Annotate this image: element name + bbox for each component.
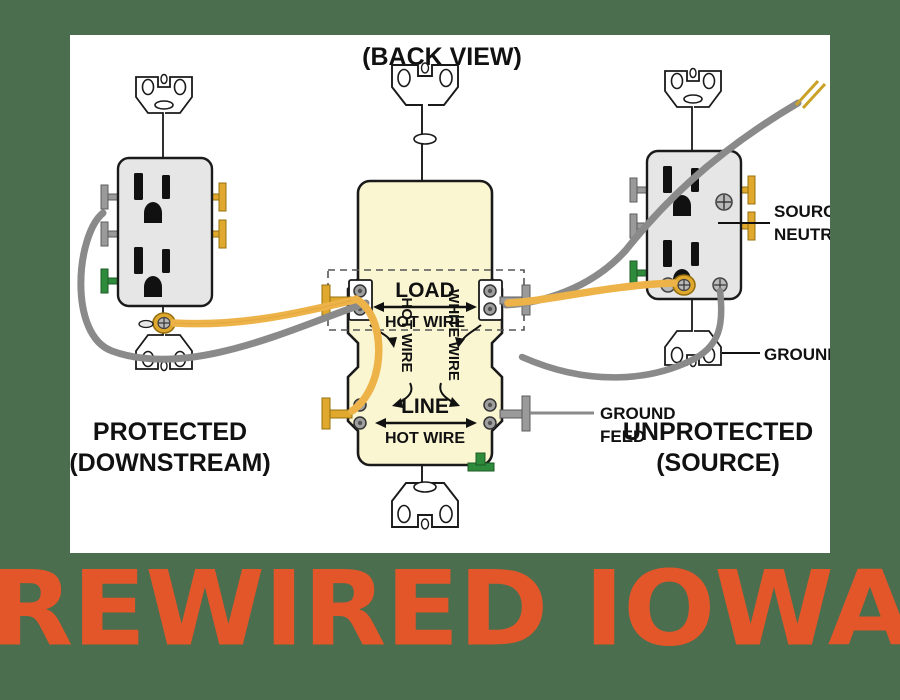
hot-wire-right xyxy=(504,279,678,307)
neutral-wire-left xyxy=(77,209,370,363)
ground-feed-label-line2: FEED xyxy=(600,427,645,446)
brand-logo-text: REWIRED IOWA xyxy=(0,549,900,670)
hot-wire-line-left-tail xyxy=(248,415,328,425)
load-annotation: LOAD HOT WIRE xyxy=(373,279,477,331)
load-hot-wire-label: HOT WIRE xyxy=(385,314,465,331)
protected-label-line2: (DOWNSTREAM) xyxy=(70,449,271,477)
source-neutral-callout: SOURCE NEUTRAL xyxy=(718,202,830,244)
source-neutral-screw xyxy=(715,193,733,211)
hot-wire-left xyxy=(170,296,358,328)
unprotected-label-line2: (SOURCE) xyxy=(656,449,780,477)
center-gfci-device: LOAD HOT WIRE LINE HOT WIRE HOT WIRE xyxy=(321,62,531,530)
vertical-white-wire-label: WHITE WIRE xyxy=(445,289,462,381)
diagram-panel: (BACK VIEW) xyxy=(70,35,830,553)
load-label: LOAD xyxy=(395,279,455,302)
line-annotation: LINE HOT WIRE xyxy=(375,395,477,447)
left-hot-wire-annotation: HOT WIRE xyxy=(369,298,415,408)
ground-callout: GROUND xyxy=(722,345,830,364)
gfci-line-terminals xyxy=(321,395,531,432)
right-receptacle xyxy=(629,67,756,368)
line-label: LINE xyxy=(401,395,449,418)
hot-wire-jumper xyxy=(348,295,383,415)
vertical-hot-wire-label: HOT WIRE xyxy=(398,298,415,373)
wiring-diagram: (BACK VIEW) xyxy=(70,43,830,530)
ground-feed-label-line1: GROUND xyxy=(600,404,676,423)
protected-caption: PROTECTED (DOWNSTREAM) xyxy=(70,418,271,477)
source-neutral-label-line2: NEUTRAL xyxy=(774,225,830,244)
gfci-ground-tab xyxy=(467,452,495,472)
line-hot-wire-label: HOT WIRE xyxy=(385,430,465,447)
source-neutral-label-line1: SOURCE xyxy=(774,202,830,221)
right-white-wire-annotation: WHITE WIRE xyxy=(439,289,482,407)
brand-logo: REWIRED IOWA xyxy=(0,555,900,665)
ground-feed-callout: GROUND FEED xyxy=(600,404,676,446)
ground-wire-right xyxy=(518,287,725,381)
ground-label: GROUND xyxy=(764,345,830,364)
unprotected-caption: UNPROTECTED (SOURCE) xyxy=(623,418,813,477)
protected-label-line1: PROTECTED xyxy=(93,418,247,446)
unprotected-label-line1: UNPROTECTED xyxy=(623,418,813,446)
